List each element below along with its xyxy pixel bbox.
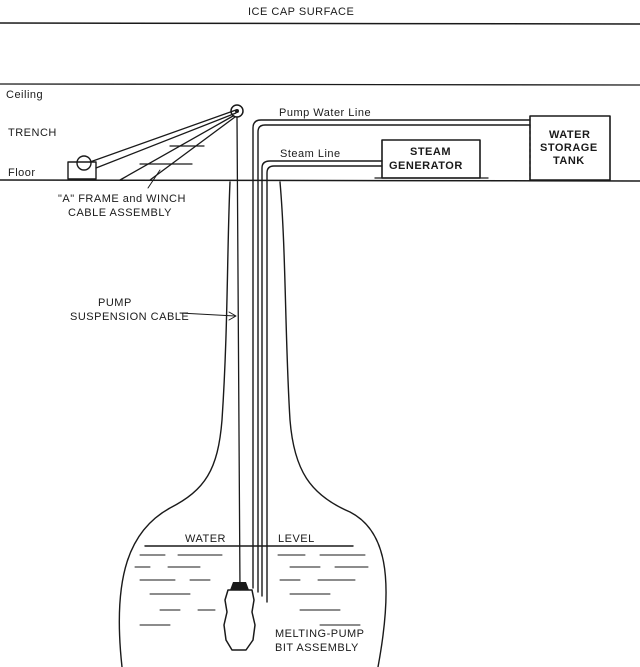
water-storage-tank-label-line1: WATER	[549, 129, 590, 141]
a-frame-leader	[147, 169, 161, 189]
steam-line-label: Steam Line	[280, 148, 341, 160]
ice-cap-surface-line	[0, 22, 640, 25]
rodwell-bulb	[118, 181, 387, 667]
pump-cable-label-line2: SUSPENSION CABLE	[70, 311, 189, 323]
ceiling-line	[0, 83, 640, 86]
water-hatching	[134, 554, 369, 626]
a-frame-label-line2: CABLE ASSEMBLY	[68, 207, 172, 219]
ice-cap-surface-label: ICE CAP SURFACE	[248, 6, 354, 18]
ceiling-label: Ceiling	[6, 89, 43, 101]
water-label: WATER	[185, 533, 226, 545]
trench-label: TRENCH	[8, 127, 57, 139]
steam-generator-label-line2: GENERATOR	[389, 160, 463, 172]
steam-generator	[374, 139, 489, 179]
level-label: LEVEL	[278, 533, 315, 545]
pump-water-line	[252, 119, 531, 589]
pump-cable-label-line1: PUMP	[98, 297, 132, 309]
floor-label: Floor	[8, 167, 36, 179]
bit-label-line2: BIT ASSEMBLY	[275, 642, 359, 654]
steam-generator-label-line1: STEAM	[410, 146, 451, 158]
floor-line	[0, 179, 640, 182]
pump-suspension-cable	[236, 116, 241, 591]
bit-label-line1: MELTING-PUMP	[275, 628, 365, 640]
a-frame-winch	[67, 104, 244, 181]
a-frame-label-line1: "A" FRAME and WINCH	[58, 193, 186, 205]
pump-water-line-label: Pump Water Line	[279, 107, 371, 119]
water-storage-tank-label-line2: STORAGE	[540, 142, 598, 154]
water-storage-tank	[529, 115, 611, 181]
melting-pump-bit	[223, 582, 256, 651]
water-storage-tank-label-line3: TANK	[553, 155, 585, 167]
steam-line	[261, 160, 383, 597]
